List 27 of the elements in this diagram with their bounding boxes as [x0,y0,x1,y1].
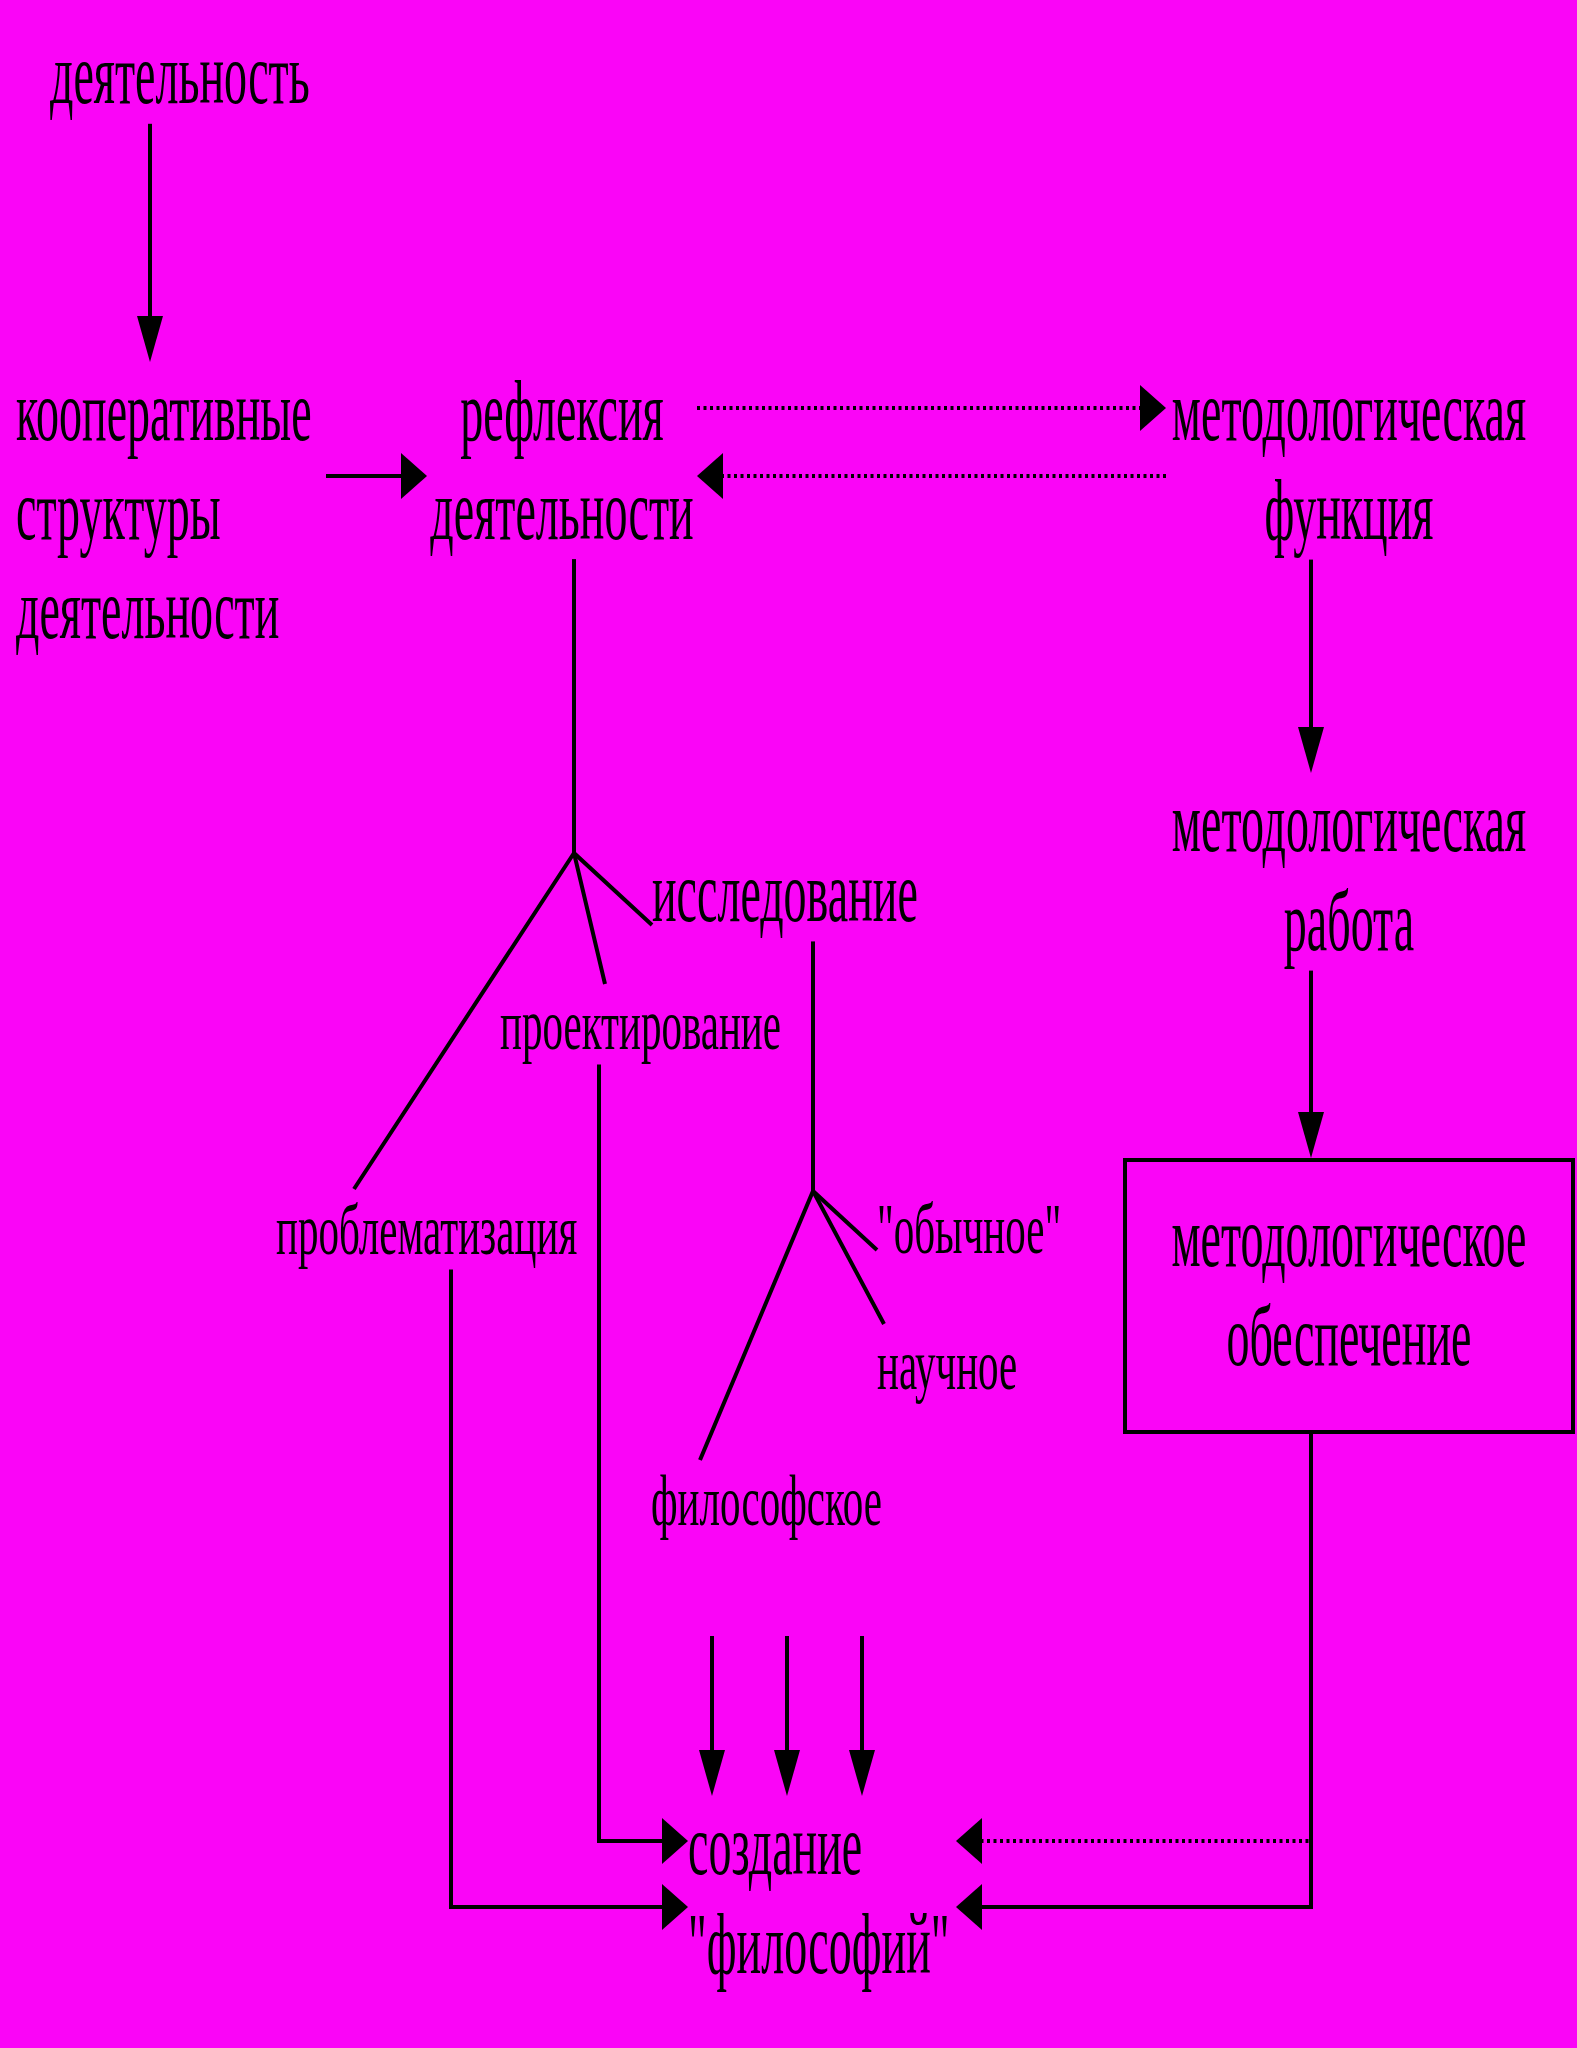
concept-label: создание "философий" [688,1796,956,1994]
concept-label: философское [651,1460,891,1541]
arrow [1298,559,1324,773]
box-label: методологическое обеспечение [1170,1188,1528,1386]
arrow [699,1636,725,1796]
concept-label: проблематизация [276,1189,588,1270]
concept-label: проектирование [500,984,790,1065]
arrow [774,1636,800,1796]
concept-label: научное [877,1324,1027,1405]
process-box [1123,1158,1575,1434]
concept-label: исследование [652,843,927,942]
concept-label: рефлексия деятельности [427,362,697,560]
concept-label: методологическая функция [1166,362,1532,560]
arrow [326,453,427,499]
connector-line [698,941,815,1461]
connector-line [352,559,576,1191]
concept-label: "обычное" [877,1188,1067,1269]
concept-label: деятельность [50,25,320,124]
arrow [849,1636,875,1796]
dotted-arrow [697,385,1166,431]
arrow [137,123,163,362]
dotted-arrow [697,453,1166,499]
concept-label: методологическая работа [1166,773,1532,971]
arrow [1298,970,1324,1158]
arrow [597,1064,688,1864]
arrow [449,1269,688,1930]
concept-label: кооперативные структуры деятельности [16,362,326,659]
